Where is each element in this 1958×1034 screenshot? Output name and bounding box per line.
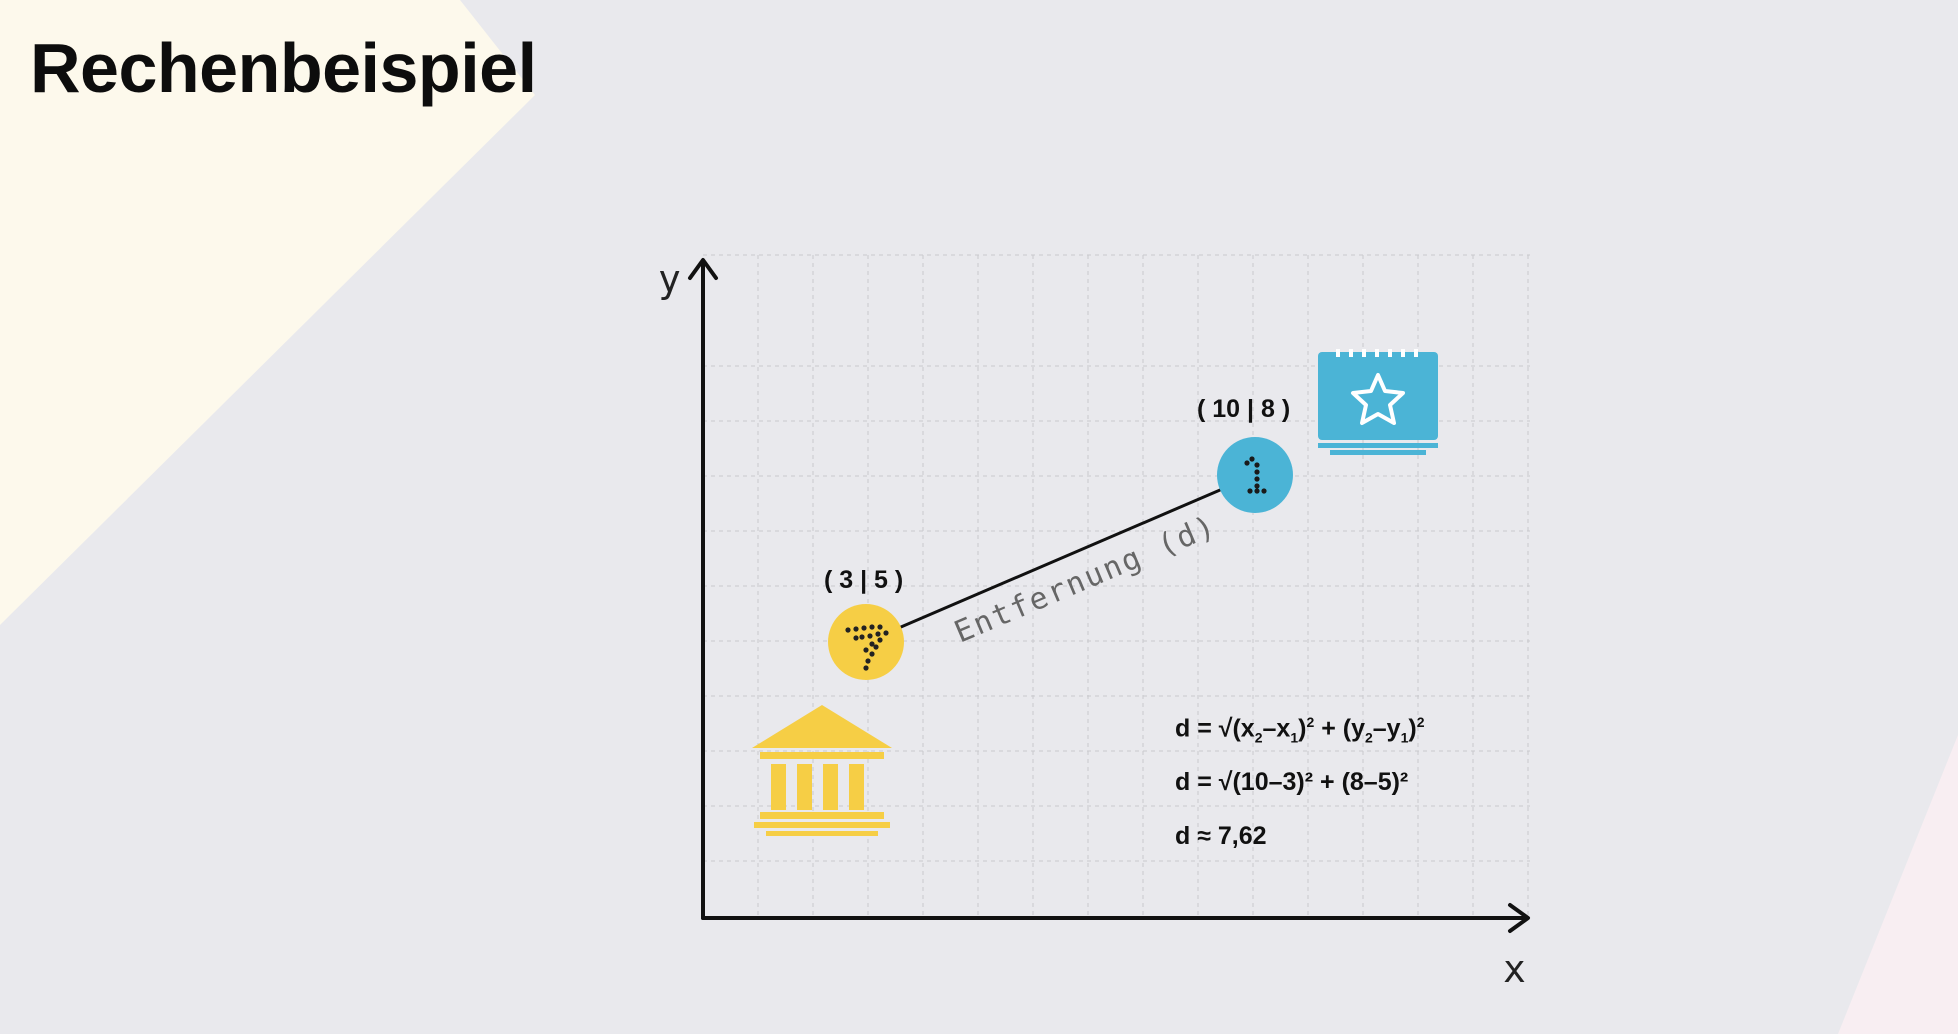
distance-line bbox=[865, 473, 1256, 644]
page-title: Rechenbeispiel bbox=[30, 29, 537, 107]
point-end-label: ( 10 | 8 ) bbox=[1197, 395, 1291, 423]
calendar-star-icon bbox=[1318, 349, 1438, 455]
info-icon bbox=[1244, 456, 1267, 494]
distance-line-label: Entfernung (d) bbox=[949, 508, 1221, 650]
y-axis-arrow-icon bbox=[688, 258, 718, 280]
formula-substituted: d = √(10–3)² + (8–5)² bbox=[1175, 768, 1409, 796]
axes bbox=[688, 258, 1530, 933]
grid bbox=[703, 254, 1530, 918]
formula-result: d ≈ 7,62 bbox=[1175, 822, 1267, 850]
y-axis-label: y bbox=[658, 257, 681, 301]
point-start bbox=[828, 604, 904, 680]
background-cream-triangle bbox=[0, 0, 535, 625]
background-pink-triangle bbox=[1838, 735, 1958, 1034]
x-axis-label: x bbox=[1503, 947, 1526, 991]
bank-icon bbox=[752, 705, 892, 836]
x-axis-arrow-icon bbox=[1508, 903, 1530, 933]
point-start-label: ( 3 | 5 ) bbox=[824, 566, 904, 594]
point-end bbox=[1217, 437, 1293, 513]
formula-general: d = √(x2–x1)2 + (y2–y1)2 bbox=[1175, 714, 1425, 746]
arrow-icon bbox=[845, 624, 889, 671]
